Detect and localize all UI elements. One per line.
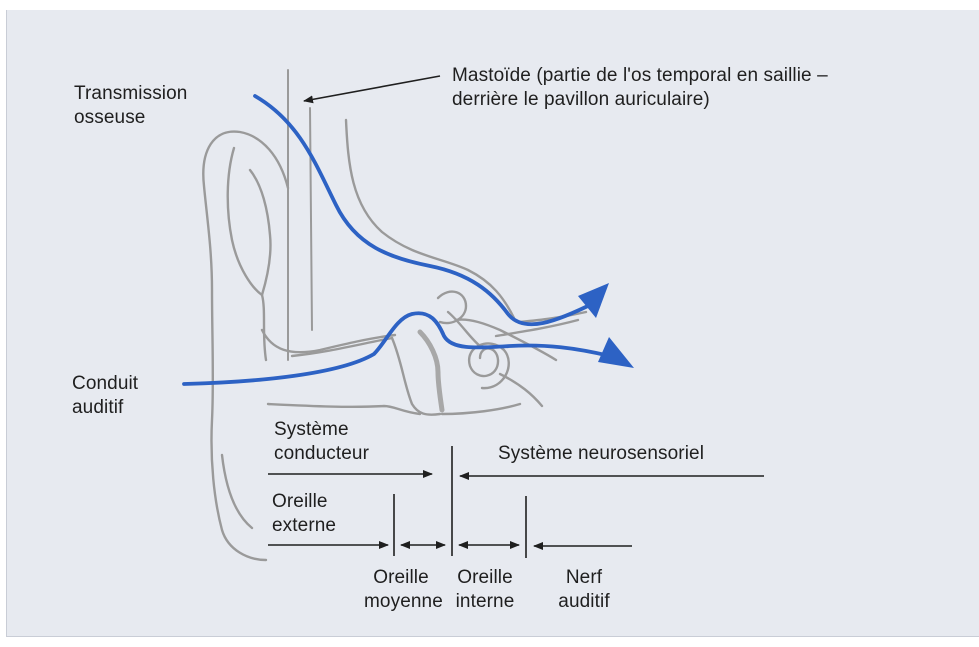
ear-canal-line-1: Conduit (72, 372, 138, 396)
conductive-system-line-2: conducteur (274, 442, 369, 466)
ear-canal-label: Conduit auditif (72, 372, 138, 420)
bone-transmission-path (255, 96, 596, 324)
auditory-nerve-line-2: auditif (552, 590, 616, 614)
skull-contour (346, 120, 514, 318)
lobule (222, 455, 252, 528)
ossicle-malleus (420, 332, 442, 410)
air-path-arrowhead (598, 337, 634, 368)
middle-ear-line-1: Oreille (364, 566, 438, 590)
conductive-system-line-1: Système (274, 418, 369, 442)
auditory-nerve-label: Nerf auditif (552, 566, 616, 614)
sound-path-arrowheads (578, 283, 634, 368)
outer-ear-label: Oreille externe (272, 490, 336, 538)
ossicle-stapes (448, 312, 480, 346)
helix-fold (228, 148, 266, 360)
outer-ear-line-2: externe (272, 514, 336, 538)
middle-ear-label: Oreille moyenne (364, 566, 438, 614)
ear-canal-line-2: auditif (72, 396, 138, 420)
bone-transmission-label: Transmission osseuse (74, 82, 187, 130)
mastoid-label: Mastoïde (partie de l'os temporal en sai… (452, 64, 828, 112)
mastoid-line-1-text: Mastoïde (partie de l'os temporal en sai… (452, 64, 828, 88)
cochlea (469, 343, 509, 388)
canal-wall-lower (268, 404, 420, 414)
sensorineural-system-label: Système neurosensoriel (498, 442, 704, 466)
nerve-bundle-lower (500, 374, 542, 406)
ear-anatomy (203, 70, 586, 560)
inner-ear-label: Oreille interne (446, 566, 524, 614)
mastoid-line-2-text: derrière le pavillon auriculaire) (452, 88, 828, 112)
inner-ear-line-1: Oreille (446, 566, 524, 590)
annotation-lines (268, 76, 764, 558)
bone-transmission-line-1: Transmission (74, 82, 187, 106)
middle-ear-line-2: moyenne (364, 590, 438, 614)
mastoid-line-2 (310, 108, 312, 330)
outer-ear-line-1: Oreille (272, 490, 336, 514)
sound-paths (184, 96, 610, 384)
inner-ear-line-2: interne (446, 590, 524, 614)
bone-transmission-line-2: osseuse (74, 106, 187, 130)
antihelix (250, 170, 271, 295)
conductive-system-label: Système conducteur (274, 418, 369, 466)
mastoid-pointer (304, 76, 440, 101)
auditory-nerve-line-1: Nerf (552, 566, 616, 590)
ossicle-incus (438, 292, 466, 323)
eustachian-tube (442, 404, 520, 414)
